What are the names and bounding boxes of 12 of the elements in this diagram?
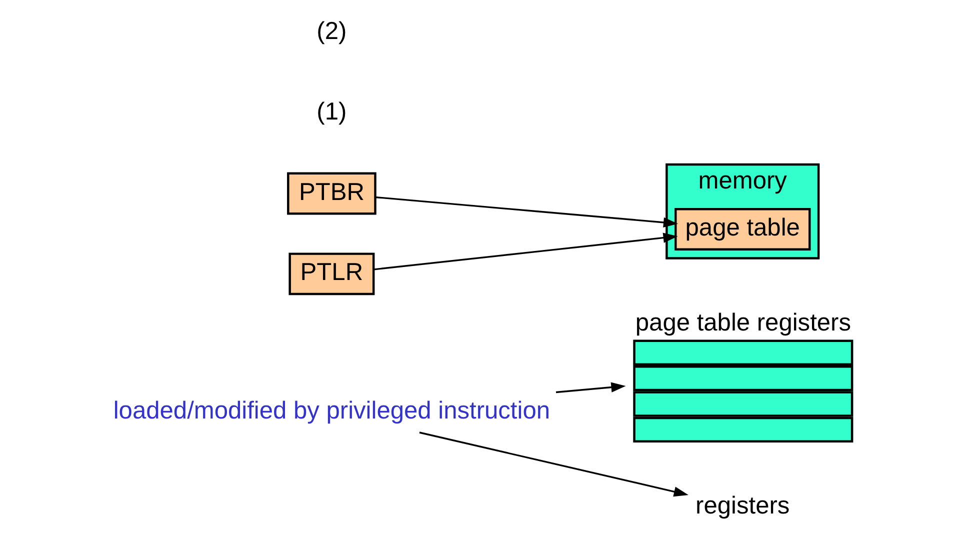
- arrow: [373, 232, 678, 270]
- arrow: [374, 196, 678, 228]
- label: (1): [316, 98, 346, 126]
- arrow: [418, 432, 688, 497]
- arrow: [555, 382, 626, 394]
- label: (2): [316, 18, 346, 45]
- node-box: PTLR: [288, 252, 374, 296]
- node-box: PTBR: [286, 172, 376, 215]
- node-text: registers: [695, 492, 790, 520]
- node-box: page table: [674, 208, 810, 250]
- node-label: page table registers: [634, 309, 851, 336]
- node-text: loaded/modified by privileged instruction: [112, 398, 550, 425]
